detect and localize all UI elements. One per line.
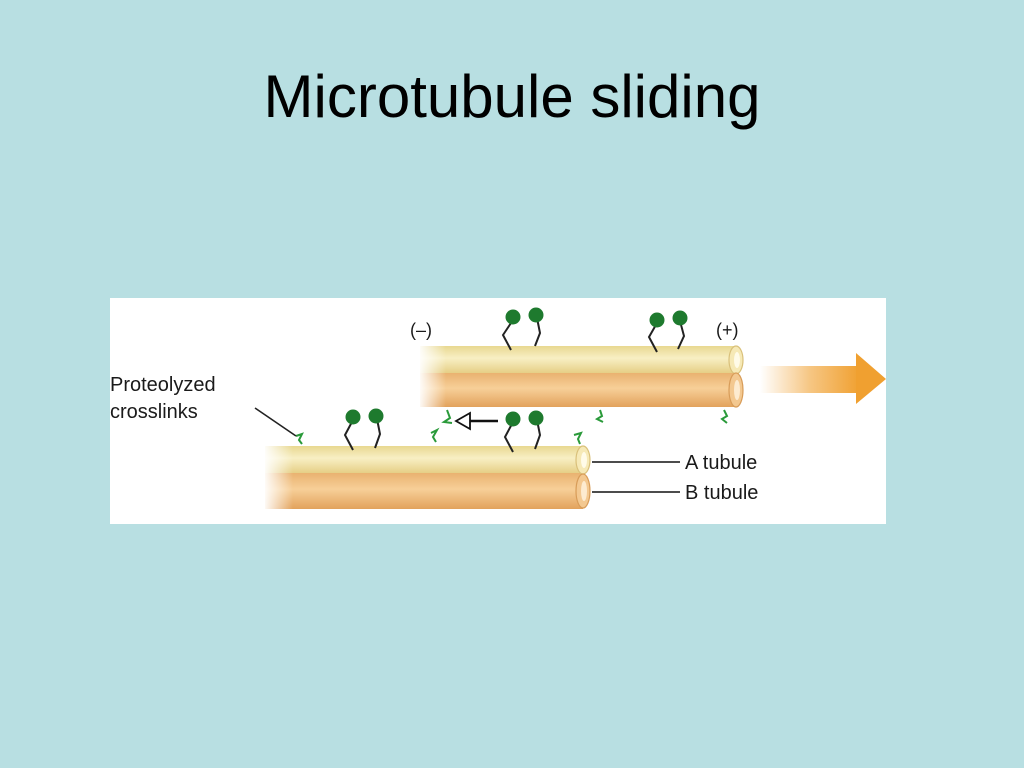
crosslink-fragment	[430, 427, 440, 443]
lower-fade	[263, 444, 293, 512]
plus-end-label: (+)	[716, 320, 739, 340]
crosslinks-label-line2: crosslinks	[110, 401, 198, 423]
b-tubule-label: B tubule	[685, 482, 758, 504]
lower-doublet	[263, 444, 591, 512]
upper-fade	[418, 344, 446, 410]
relative-motion-arrow-icon	[454, 411, 498, 431]
lower-dynein-arm-2	[503, 410, 544, 453]
lower-b-end-hole	[581, 481, 587, 501]
dynein-head-icon	[672, 310, 688, 326]
upper-b-end-hole	[734, 380, 740, 400]
upper-a-end-hole	[734, 352, 740, 368]
dynein-head-icon	[649, 312, 665, 328]
dynein-head-icon	[505, 411, 521, 427]
upper-dynein-arm-1	[501, 307, 544, 351]
upper-doublet	[418, 344, 744, 410]
sliding-direction-arrow-icon	[760, 353, 886, 404]
lower-a-end-hole	[581, 452, 587, 468]
crosslink-fragment	[594, 409, 604, 423]
dynein-head-icon	[528, 307, 544, 323]
dynein-head-icon	[368, 408, 384, 424]
crosslinks	[295, 409, 729, 445]
crosslink-fragment	[295, 432, 304, 445]
crosslink-fragment	[573, 431, 583, 445]
minus-end-label: (–)	[410, 320, 432, 340]
lower-a-tubule	[265, 446, 583, 473]
a-tubule-label: A tubule	[685, 452, 757, 474]
crosslinks-label-line1: Proteolyzed	[110, 374, 216, 396]
microtubule-diagram: (–) (+) Proteolyzed crosslinks A tubule …	[110, 298, 886, 524]
upper-dynein-arm-2	[647, 310, 688, 353]
dynein-head-icon	[528, 410, 544, 426]
upper-a-tubule	[420, 346, 736, 373]
upper-b-tubule	[420, 373, 736, 407]
crosslink-fragment	[720, 409, 729, 424]
crosslinks-pointer	[254, 407, 297, 437]
crosslink-fragment	[441, 409, 453, 424]
slide-title: Microtubule sliding	[263, 63, 761, 130]
lower-dynein-arm-1	[343, 408, 384, 451]
dynein-head-icon	[505, 309, 521, 325]
lower-b-tubule	[265, 473, 583, 509]
dynein-head-icon	[345, 409, 361, 425]
